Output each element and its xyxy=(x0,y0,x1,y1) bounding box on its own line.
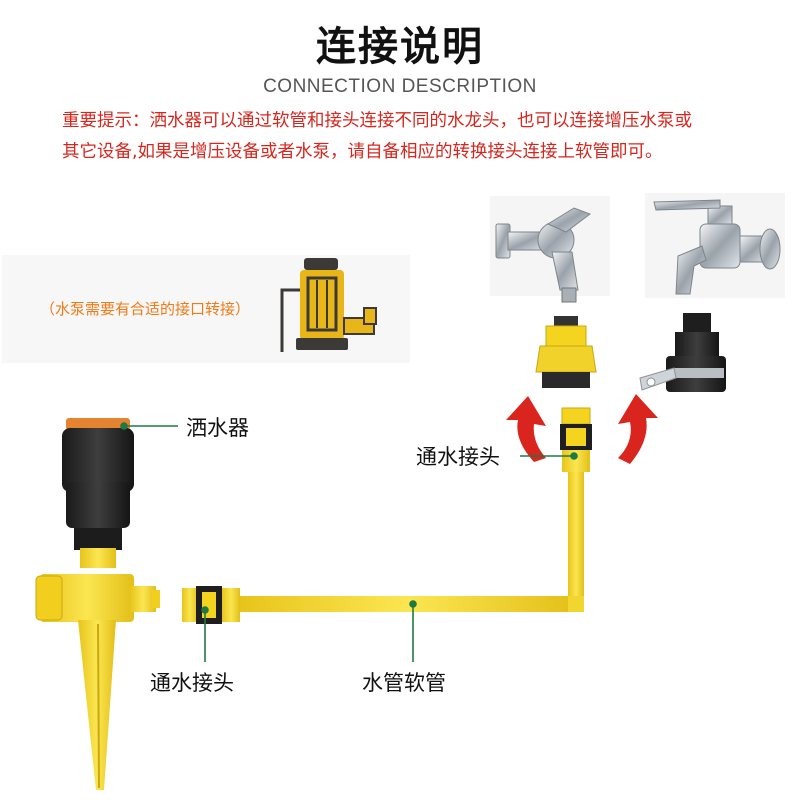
connector-label-bottom: 通水接头 xyxy=(150,667,234,697)
quick-connector-icon xyxy=(560,408,592,472)
pump-note: （水泵需要有合适的接口转接） xyxy=(40,298,250,319)
faucet-icon xyxy=(645,193,785,298)
leader-lines xyxy=(121,423,577,662)
sprinkler-label: 洒水器 xyxy=(186,412,249,442)
connector-label-top: 通水接头 xyxy=(416,441,500,471)
quick-connector-icon xyxy=(182,586,240,624)
arrow-icon xyxy=(618,394,658,464)
hose-label: 水管软管 xyxy=(362,667,446,697)
faucet-icon xyxy=(490,196,610,302)
quick-connector-icon xyxy=(536,316,596,388)
sprinkler-icon xyxy=(36,418,160,790)
water-hose xyxy=(238,470,584,612)
tap-adapter-icon xyxy=(640,313,726,392)
arrow-icon xyxy=(506,396,546,462)
